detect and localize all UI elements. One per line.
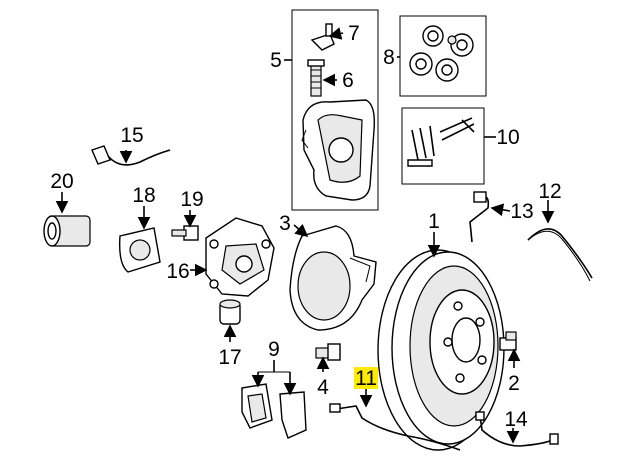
callout-1: 1 — [428, 210, 440, 233]
callout-7: 7 — [348, 22, 360, 45]
callout-10: 10 — [496, 126, 519, 149]
callout-6: 6 — [342, 69, 354, 92]
backing-plate — [118, 227, 161, 273]
bolt-4 — [315, 343, 341, 361]
callout-20: 20 — [50, 170, 73, 193]
callout-3: 3 — [279, 212, 291, 235]
wear-sensor-14 — [475, 411, 559, 447]
callout-8: 8 — [383, 46, 395, 69]
seal-kit-group — [399, 15, 487, 97]
caliper-group-box — [291, 9, 379, 211]
callout-18: 18 — [132, 184, 155, 207]
hardware-kit-group — [401, 107, 485, 185]
callout-12: 12 — [538, 180, 561, 203]
callout-5: 5 — [270, 49, 282, 72]
callout-14: 14 — [504, 408, 528, 431]
leader-lines — [55, 27, 555, 444]
hardware-kit-box — [401, 107, 485, 185]
callout-11: 11 — [355, 367, 377, 390]
callout-16: 16 — [166, 260, 189, 283]
steering-knuckle — [205, 217, 275, 297]
callout-9: 9 — [268, 338, 280, 361]
callout-4: 4 — [317, 376, 329, 399]
bolt-19 — [171, 225, 199, 241]
callout-13: 13 — [510, 200, 533, 223]
caliper-group — [291, 9, 379, 211]
bleeder-fitting — [499, 331, 517, 351]
callout-17: 17 — [218, 346, 241, 369]
wear-sensor-15 — [91, 145, 171, 166]
highlight-box-11 — [354, 367, 378, 389]
bushing — [219, 299, 241, 325]
callout-19: 19 — [180, 188, 203, 211]
seal-kit-box — [399, 15, 487, 97]
wheel-bearing — [43, 215, 91, 247]
dust-shield — [289, 225, 377, 331]
brake-line-bracket — [469, 191, 490, 243]
callout-2: 2 — [508, 372, 520, 395]
brake-hose — [527, 228, 593, 282]
brake-pads — [241, 383, 307, 439]
wear-sensor-11 — [329, 403, 461, 451]
brake-rotor — [377, 249, 505, 451]
callout-15: 15 — [120, 124, 143, 147]
